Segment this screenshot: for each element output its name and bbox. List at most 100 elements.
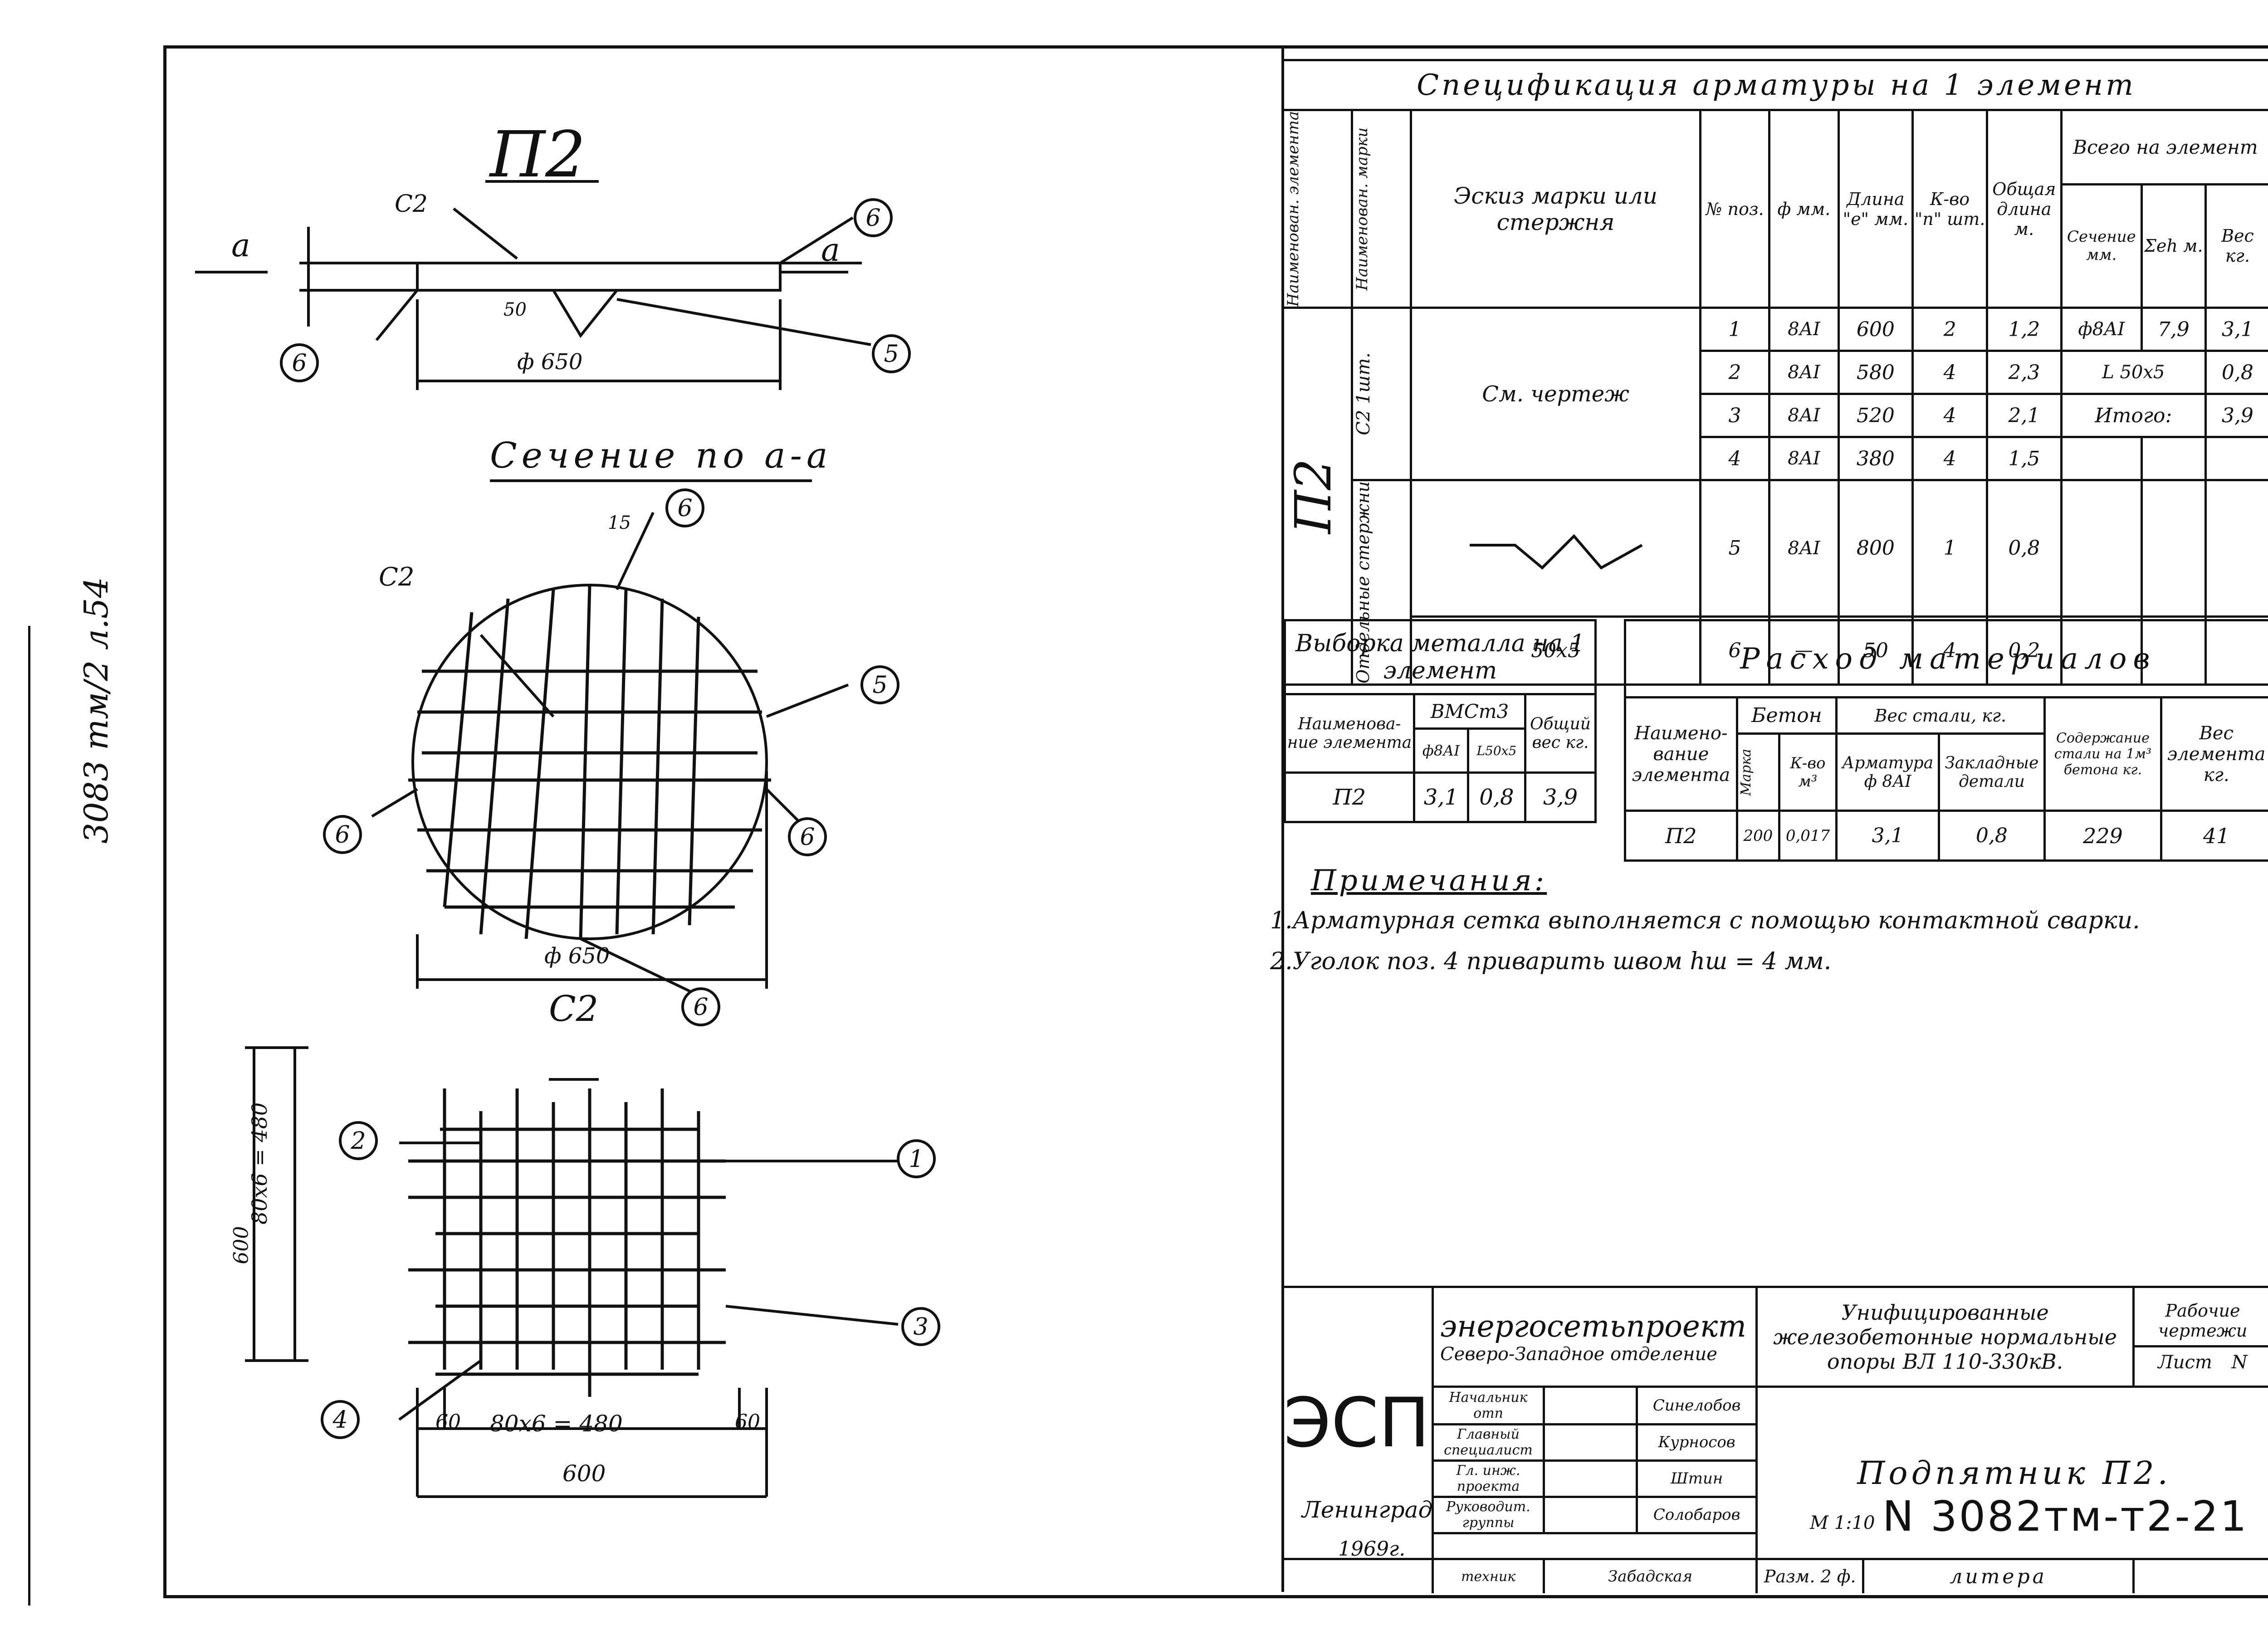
spec-h-mark: Наименован. марки xyxy=(1353,127,1372,291)
stamp-city: Ленинград xyxy=(1302,1497,1433,1523)
spec-row1-len: 600 xyxy=(1837,307,1914,352)
callout-6f: 6 xyxy=(693,994,708,1021)
dim-480-vertical: 80x6 = 480 xyxy=(247,1102,272,1225)
materials-volume: 0,017 xyxy=(1778,810,1838,862)
dim-d650-section: ф 650 xyxy=(544,943,610,969)
metal-h-a1: ф8АI xyxy=(1413,727,1469,774)
materials-title: Расход материалов xyxy=(1624,619,2268,698)
dim-600-horizontal: 600 xyxy=(562,1460,606,1487)
spec-row1-total: 1,2 xyxy=(1985,307,2063,352)
litera-label: литера xyxy=(1862,1558,2135,1593)
size: Разм. 2 ф. xyxy=(1755,1558,1865,1593)
spec-h-section: Сечение мм. xyxy=(2060,183,2143,309)
metal-title: Выборка металла на 1 элемент xyxy=(1284,619,1597,695)
dim-600-vertical: 600 xyxy=(230,1226,253,1264)
callout-4: 4 xyxy=(332,1406,347,1434)
spec-mark-c2: С2 1шт. xyxy=(1353,352,1374,435)
callout-6c: 6 xyxy=(677,495,692,522)
name-3: Штин xyxy=(1636,1459,1756,1498)
materials-content: 229 xyxy=(2043,810,2163,862)
materials-h-grade: Марка xyxy=(1738,748,1754,796)
materials-grade: 200 xyxy=(1735,810,1780,862)
spec-sum3-weight: 3,9 xyxy=(2204,393,2268,439)
spec-row2-len: 580 xyxy=(1837,350,1914,395)
materials-elem-weight: 41 xyxy=(2160,810,2268,862)
side-line xyxy=(28,626,30,1605)
spec-row5-qty: 1 xyxy=(1911,479,1988,618)
mesh-title: С2 xyxy=(549,989,599,1030)
spec-row2-total: 2,3 xyxy=(1985,350,2063,395)
role-4: Руководит. группы xyxy=(1434,1495,1545,1534)
dim-d650-plan: ф 650 xyxy=(517,349,583,375)
spec-row4-phi: 8АI xyxy=(1768,436,1840,482)
spec-row2-qty: 4 xyxy=(1911,350,1988,395)
spec-sketch-note: См. чертеж xyxy=(1410,307,1701,482)
spec-sum3-section: Итого: xyxy=(2060,393,2207,439)
side-archive-stamp: 3083 тм/2 л.54 xyxy=(77,577,115,844)
callout-6e: 6 xyxy=(800,824,815,851)
name-2: Курносов xyxy=(1636,1423,1756,1462)
spec-row5-pos: 5 xyxy=(1699,479,1771,618)
metal-h-vmst: ВМСт3 xyxy=(1413,693,1526,730)
spec-row2-pos: 2 xyxy=(1699,350,1771,395)
spec-h-phi: ф мм. xyxy=(1768,108,1840,309)
spec-h-pos: № поз. xyxy=(1699,108,1771,309)
spec-sum2-weight: 0,8 xyxy=(2204,350,2268,395)
spec-row3-qty: 4 xyxy=(1911,393,1988,439)
spec-row3-total: 2,1 xyxy=(1985,393,2063,439)
spec-h-len: Длина "е" мм. xyxy=(1837,108,1914,309)
dim-60-left: 60 xyxy=(435,1410,461,1434)
dim-50: 50 xyxy=(503,299,527,320)
logo-esp: ЭСП xyxy=(1282,1286,1434,1560)
dim-15-top: 15 xyxy=(608,512,631,533)
materials-rebar: 3,1 xyxy=(1835,810,1941,862)
notes-line2: 2.Уголок поз. 4 приварить швом hш = 4 мм… xyxy=(1270,948,1832,975)
callout-6a: 6 xyxy=(865,205,880,232)
label-c2-plan: С2 xyxy=(395,190,428,218)
materials-h-concrete: Бетон xyxy=(1735,696,1838,735)
spec-h-sketch: Эскиз марки или стержня xyxy=(1410,108,1701,309)
spec-sum2-section: L 50х5 xyxy=(2060,350,2207,395)
metal-h-l: L50х5 xyxy=(1466,727,1527,774)
label-a-right: а xyxy=(821,231,840,268)
label-c2-section: С2 xyxy=(379,562,415,592)
frame-divider xyxy=(1281,45,1284,1592)
spec-table: Спецификация арматуры на 1 элемент Наиме… xyxy=(1281,59,2268,686)
role-5: техник xyxy=(1432,1558,1545,1593)
spec-row4-total: 1,5 xyxy=(1985,436,2063,482)
stamp-scale: М 1:10 xyxy=(1810,1513,1875,1533)
spec-row3-pos: 3 xyxy=(1699,393,1771,439)
spec-row5-total: 0,8 xyxy=(1985,479,2063,618)
section-title: Сечение по а-а xyxy=(490,435,832,476)
name-5: Забадская xyxy=(1542,1558,1758,1593)
org-name: энергосетьпроект xyxy=(1440,1309,1746,1344)
spec-row3-len: 520 xyxy=(1837,393,1914,439)
name-1: Синелобов xyxy=(1636,1388,1756,1425)
spec-h-all: Всего на элемент xyxy=(2060,109,2268,185)
dim-60-right: 60 xyxy=(735,1410,760,1434)
callout-5a: 5 xyxy=(884,341,899,368)
materials-h-steel: Вес стали, кг. xyxy=(1835,696,2046,735)
materials-h-rebar: Арматура ф 8АI xyxy=(1835,732,1941,812)
materials-embedded: 0,8 xyxy=(1938,810,2046,862)
label-a-left: а xyxy=(231,227,250,264)
document-number: N 3082тм-т2-21 xyxy=(1882,1492,2248,1541)
spec-h-sum: Σеh м. xyxy=(2140,183,2207,309)
sheet-number: N xyxy=(2231,1352,2248,1373)
name-4: Солобаров xyxy=(1636,1495,1756,1534)
role-1: Начальник отп xyxy=(1434,1388,1545,1425)
metal-table: Выборка металла на 1 элемент Наименова- … xyxy=(1284,619,1597,823)
materials-h-embedded: Закладные детали xyxy=(1938,732,2046,812)
stamp-year: 1969г. xyxy=(1338,1537,1406,1561)
spec-row5-len: 800 xyxy=(1837,479,1914,618)
role-3: Гл. инж. проекта xyxy=(1434,1459,1545,1498)
sheet-frame xyxy=(163,45,2268,1598)
materials-h-elem-weight: Вес элемента кг. xyxy=(2160,696,2268,812)
spec-h-element: Наименован. элемента xyxy=(1284,111,1302,307)
spec-row4-qty: 4 xyxy=(1911,436,1988,482)
spec-row1-phi: 8АI xyxy=(1768,307,1840,352)
callout-6b: 6 xyxy=(292,350,307,377)
spec-row4-pos: 4 xyxy=(1699,436,1771,482)
callout-1: 1 xyxy=(909,1146,924,1173)
spec-row4-len: 380 xyxy=(1837,436,1914,482)
